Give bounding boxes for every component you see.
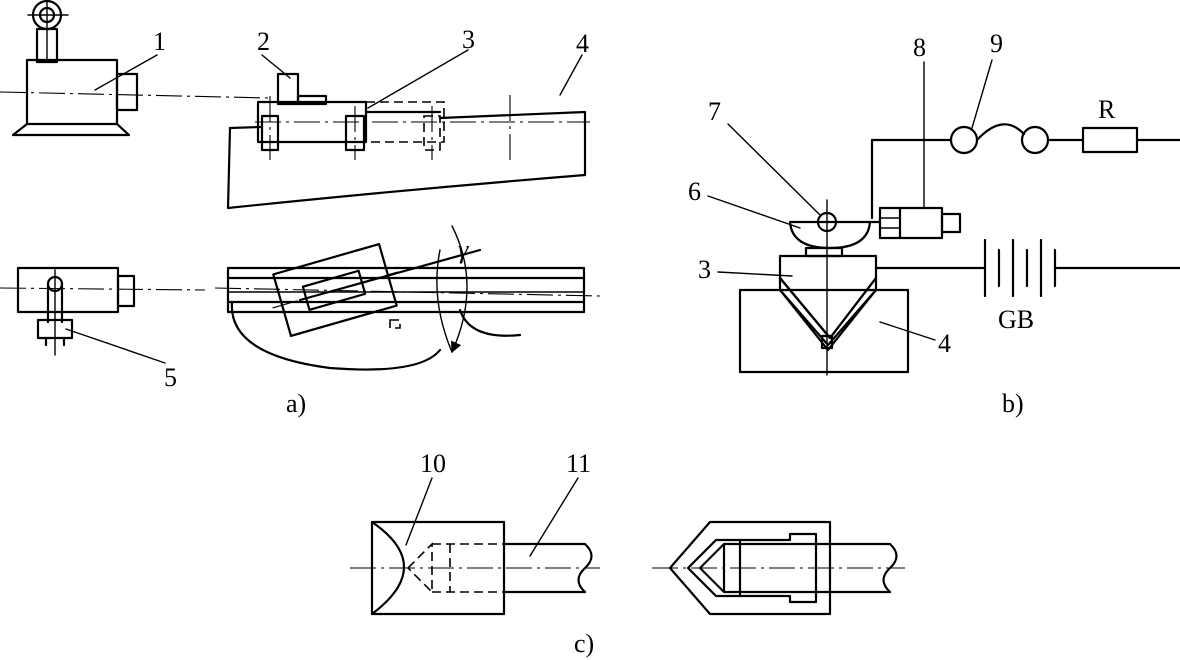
table-4-bottom [214, 225, 601, 371]
cup-6 [788, 220, 872, 250]
label-GB: GB [998, 305, 1034, 334]
device-1 [11, 0, 139, 137]
label-3: 3 [462, 25, 475, 54]
table-4-top [226, 72, 590, 210]
label-gamma: γ [458, 235, 469, 264]
caption-a: a) [286, 389, 306, 418]
cup-10-right [652, 520, 905, 616]
label-R: R [1098, 95, 1116, 124]
sensor-8 [878, 206, 962, 240]
label-7: 7 [708, 97, 721, 126]
panel-b: 7 6 8 9 R 3 4 GB b) [688, 29, 1180, 418]
caption-c: c) [574, 629, 594, 658]
device-5 [0, 266, 206, 356]
label-6: 6 [688, 177, 701, 206]
caption-b: b) [1002, 389, 1024, 418]
label-10: 10 [420, 449, 446, 478]
label-2: 2 [257, 27, 270, 56]
base-4 [738, 288, 910, 374]
panel-a: 1 2 3 4 5 γ a) [0, 0, 601, 418]
centerline-a-top [0, 91, 271, 99]
resistor-R [1081, 126, 1139, 154]
label-1: 1 [153, 27, 166, 56]
lamp-left [949, 125, 979, 155]
label-9: 9 [990, 29, 1003, 58]
label-11: 11 [566, 449, 591, 478]
label-5: 5 [164, 363, 177, 392]
label-3b: 3 [698, 255, 711, 284]
cup-10-left [350, 520, 600, 616]
panel-c: 10 11 c) [350, 449, 905, 658]
lamp-right [1020, 125, 1050, 155]
label-8: 8 [913, 33, 926, 62]
label-4: 4 [576, 29, 589, 58]
label-4b: 4 [938, 329, 951, 358]
